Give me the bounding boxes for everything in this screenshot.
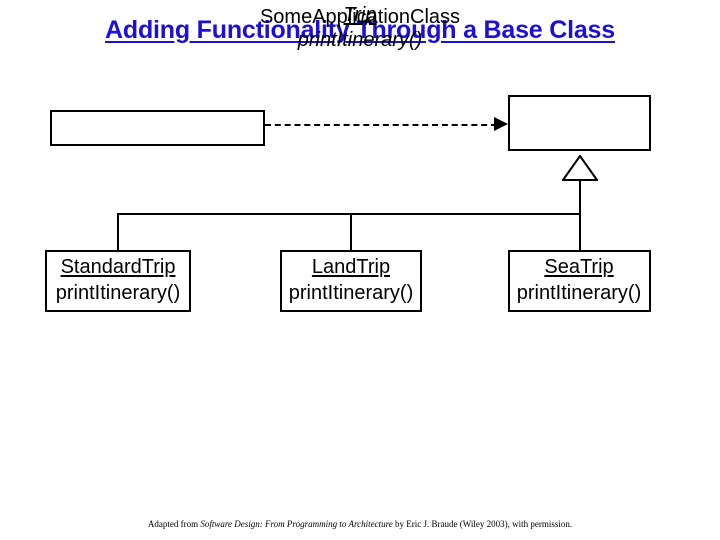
class-name-land-trip: LandTrip bbox=[311, 256, 391, 278]
generalization-drop-landtrip bbox=[350, 213, 352, 250]
class-box-standard-trip[interactable] bbox=[45, 250, 191, 312]
credit-line: Adapted from Software Design: From Progr… bbox=[0, 519, 720, 529]
generalization-stem-line bbox=[579, 180, 581, 213]
dependency-dashed-line bbox=[265, 124, 497, 126]
class-box-land-trip[interactable] bbox=[280, 250, 422, 312]
page-title: Adding Functionality Through a Base Clas… bbox=[105, 16, 615, 44]
generalization-bus-line bbox=[117, 213, 581, 215]
class-operation-standard-trip-printitinerary: printItinerary() bbox=[55, 282, 181, 304]
class-operation-land-trip-printitinerary: printItinerary() bbox=[288, 282, 414, 304]
generalization-triangle-icon bbox=[562, 155, 598, 181]
class-operation-trip-printitinerary: printItinerary() bbox=[297, 29, 423, 51]
class-name-trip: Trip bbox=[343, 4, 377, 26]
credit-suffix: by Eric J. Braude (Wiley 2003), with per… bbox=[392, 519, 573, 529]
generalization-drop-seatrip bbox=[579, 213, 581, 250]
class-operation-sea-trip-printitinerary: printItinerary() bbox=[516, 282, 642, 304]
class-name-sea-trip: SeaTrip bbox=[544, 256, 614, 278]
class-name-some-application-class: SomeApplicationClass bbox=[259, 6, 461, 28]
credit-book-title: Software Design: From Programming to Arc… bbox=[200, 519, 393, 529]
class-box-sea-trip[interactable] bbox=[508, 250, 651, 312]
dependency-arrowhead-icon bbox=[494, 117, 508, 131]
credit-prefix: Adapted from bbox=[147, 519, 201, 529]
generalization-drop-standardtrip bbox=[117, 213, 119, 250]
class-name-standard-trip: StandardTrip bbox=[60, 256, 176, 278]
class-box-trip[interactable] bbox=[508, 95, 651, 151]
class-box-some-application-class[interactable] bbox=[50, 110, 265, 146]
